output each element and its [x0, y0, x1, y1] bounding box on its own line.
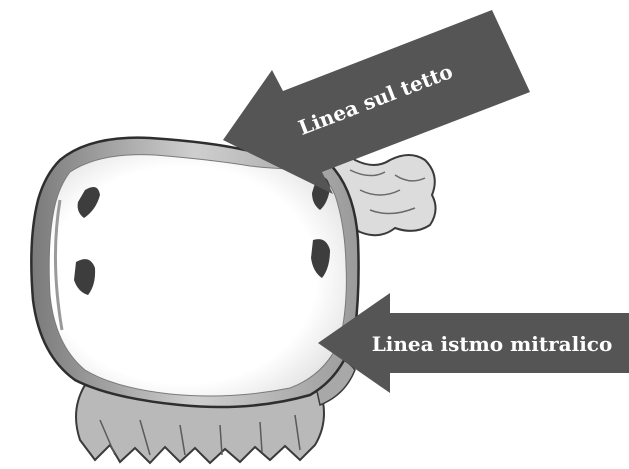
mitral-isthmus-line-arrow: Linea istmo mitralico: [318, 293, 629, 393]
mitral-isthmus-line-label: Linea istmo mitralico: [372, 332, 613, 356]
